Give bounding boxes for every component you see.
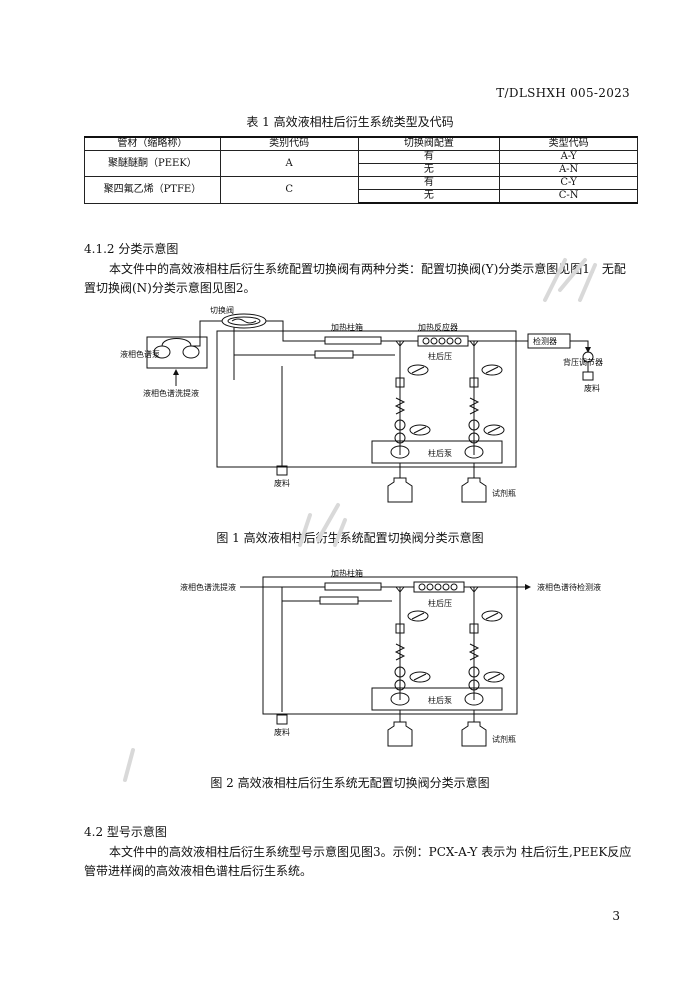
table-cell-valve: 有 — [357, 176, 501, 190]
document-code: T/DLSHXH 005-2023 — [496, 86, 630, 100]
paragraph-line: 管带进样阀的高效液相色谱柱后衍生系统。 — [84, 864, 313, 878]
label-heated-column-box: 加热柱箱 — [331, 568, 363, 578]
pressure-gauge — [483, 671, 505, 683]
table-header-row: 管材（缩略称） 类别代码 切换阀配置 类型代码 — [84, 136, 638, 151]
label-waste-right: 废料 — [584, 383, 600, 393]
label-post-column-pressure: 柱后压 — [428, 598, 452, 608]
table-cell-type: C-N — [499, 189, 638, 204]
pressure-gauge — [407, 610, 429, 622]
label-valve: 切换阀 — [210, 305, 234, 315]
heated-enclosure — [216, 330, 517, 468]
pressure-gauge — [409, 671, 431, 683]
label-hplc-eluent: 液相色谱洗提液 — [143, 388, 199, 398]
table-title: 表 1 高效液相柱后衍生系统类型及代码 — [246, 115, 454, 129]
table-header-cell: 管材（缩略称） — [84, 136, 221, 151]
figure-2-diagram: 液相色谱洗提液 加热柱箱 液相色谱待检测液 柱后压 柱后泵 废料 试剂瓶 — [180, 568, 601, 747]
table-row: 聚四氟乙烯（PTFE） C 有 C-Y — [84, 176, 638, 204]
label-hplc-eluent-in: 液相色谱洗提液 — [180, 582, 236, 592]
label-reagent-bottle: 试剂瓶 — [492, 488, 516, 498]
table-cell-material: 聚醚醚酮（PEEK） — [84, 150, 221, 177]
waste-container — [582, 371, 594, 381]
table-header-cell: 切换阀配置 — [357, 136, 501, 151]
label-heated-column-box: 加热柱箱 — [331, 322, 363, 332]
label-post-column-pump: 柱后泵 — [428, 448, 452, 458]
pressure-gauge — [407, 364, 429, 376]
page-number: 3 — [612, 909, 620, 923]
table-cell-category: C — [219, 176, 359, 204]
figure-2-caption: 图 2 高效液相柱后衍生系统无配置切换阀分类示意图 — [210, 776, 490, 790]
paragraph-line: 本文件中的高效液相柱后衍生系统配置切换阀有两种分类：配置切换阀(Y)分类示意图见… — [109, 262, 626, 276]
section-heading-4-2: 4.2 型号示意图 — [84, 825, 167, 839]
reagent-bottle — [387, 477, 413, 503]
pressure-gauge — [481, 364, 503, 376]
type-code-table: 管材（缩略称） 类别代码 切换阀配置 类型代码 聚醚醚酮（PEEK） A 有 A… — [84, 136, 638, 204]
label-waste: 废料 — [274, 727, 290, 737]
label-waste-left: 废料 — [274, 478, 290, 488]
reagent-bottle — [387, 721, 413, 747]
heated-enclosure — [262, 576, 518, 715]
label-back-pressure-regulator: 背压调节器 — [563, 357, 603, 367]
reagent-bottle — [461, 477, 487, 503]
heated-column — [324, 336, 382, 345]
label-post-column-pump: 柱后泵 — [428, 695, 452, 705]
switching-valve — [221, 313, 267, 329]
table-header-cell: 类型代码 — [499, 136, 638, 151]
table-header-cell: 类别代码 — [219, 136, 359, 151]
figure-1-diagram: 切换阀 加热柱箱 加热反应器 检测器 液相色谱泵 液相色谱洗提液 柱后压 背压调… — [120, 305, 603, 503]
pressure-gauge — [409, 424, 431, 436]
hplc-pump — [146, 336, 208, 369]
table-row: 无 A-N — [85, 163, 638, 177]
label-detector: 检测器 — [533, 336, 557, 346]
table-row: 聚醚醚酮（PEEK） A 有 A-Y — [84, 150, 638, 177]
table-cell-valve: 无 — [357, 189, 501, 204]
post-column-pump — [371, 440, 503, 464]
post-column-pump — [371, 687, 503, 711]
paragraph-line: 置切换阀(N)分类示意图见图2。 — [84, 281, 256, 295]
pressure-gauge — [481, 610, 503, 622]
table-cell-valve: 有 — [357, 150, 501, 164]
heated-column — [324, 582, 382, 591]
table-cell-valve: 无 — [357, 163, 501, 177]
waste-container — [276, 714, 288, 725]
pressure-gauge — [483, 424, 505, 436]
label-heated-reactor: 加热反应器 — [418, 322, 458, 332]
table-cell-type: A-N — [499, 163, 638, 177]
table-row: 无 C-N — [85, 189, 638, 204]
table-cell-category: A — [219, 150, 359, 177]
label-hplc-to-detect: 液相色谱待检测液 — [537, 582, 601, 592]
label-reagent-bottle: 试剂瓶 — [492, 734, 516, 744]
waste-container — [276, 465, 288, 476]
section-heading-4-1-2: 4.1.2 分类示意图 — [84, 242, 179, 256]
table-cell-type: C-Y — [499, 176, 638, 190]
label-hplc-pump: 液相色谱泵 — [120, 349, 160, 359]
label-post-column-pressure: 柱后压 — [428, 351, 452, 361]
figure-1-caption: 图 1 高效液相柱后衍生系统配置切换阀分类示意图 — [216, 531, 484, 545]
paragraph-line: 本文件中的高效液相柱后衍生系统型号示意图见图3。示例：PCX-A-Y 表示为 柱… — [109, 845, 632, 859]
table-cell-type: A-Y — [499, 150, 638, 164]
table-cell-material: 聚四氟乙烯（PTFE） — [84, 176, 221, 204]
reagent-bottle — [461, 721, 487, 747]
